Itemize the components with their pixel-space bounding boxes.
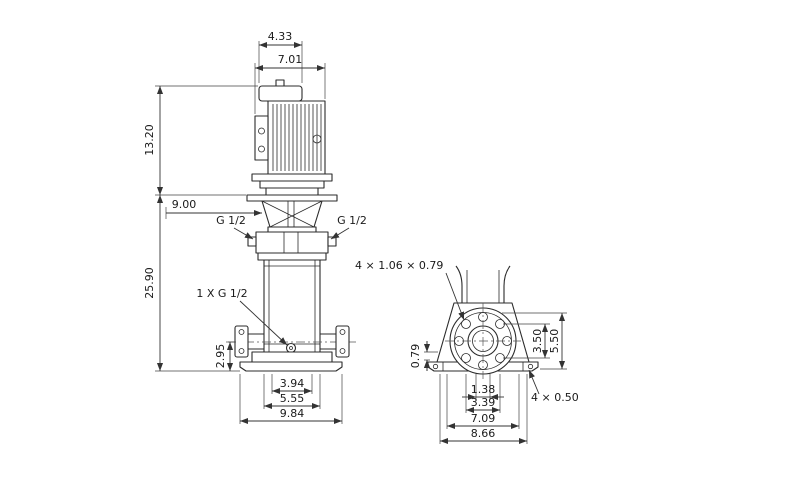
drain-plug	[285, 342, 297, 354]
pump-head-ribs	[283, 232, 299, 253]
dim-label-b4: 8.66	[471, 427, 496, 440]
suction-flange	[234, 325, 249, 358]
terminal-box-gland	[258, 127, 265, 135]
drain-plug-center	[289, 346, 293, 350]
leader-port-right	[330, 227, 350, 240]
flange-bolt-hole	[339, 329, 346, 335]
front-dimensions: 4.33 7.01 13.20 25.90 9.00 G 1/2 G 1/2	[143, 30, 367, 425]
dim-label-flange-height: 5.50	[548, 329, 561, 354]
side-view: 4 × 1.06 × 0.79 0.79 3.50 5.50 1.38	[355, 259, 579, 445]
dim-label-flange-span: 3.94	[280, 377, 305, 390]
body-outline-left	[455, 265, 463, 303]
foot-hole	[527, 363, 534, 370]
pump-head	[255, 231, 329, 254]
ext-lines-motor-height	[155, 85, 258, 196]
dim-label-base-width: 9.84	[280, 407, 305, 420]
motor-assembly	[251, 79, 333, 196]
motor-stool	[265, 187, 319, 196]
bolt-hole	[461, 319, 471, 329]
coupling-guard	[261, 200, 323, 228]
bolt-hole-callout: 4 × 1.06 × 0.79	[355, 259, 443, 272]
dim-label-port-offset: 9.00	[172, 198, 197, 211]
leader-foot-hole	[528, 369, 540, 395]
dim-label-base-edge: 0.79	[409, 344, 422, 369]
base-block	[251, 351, 333, 363]
tie-rods	[264, 260, 320, 352]
port-inner-circle	[472, 330, 494, 352]
pump-base-front	[239, 351, 343, 372]
dim-label-b3: 7.09	[471, 412, 496, 425]
body-inner-walls	[466, 270, 500, 303]
column-top-flange	[257, 252, 327, 261]
coupling-guard-braces	[261, 200, 323, 228]
motor-body	[267, 100, 326, 175]
base-pad-lines	[442, 362, 524, 371]
side-dimensions: 4 × 1.06 × 0.79 0.79 3.50 5.50 1.38	[355, 259, 579, 445]
dim-label-total-height: 25.90	[143, 267, 156, 299]
dim-label-motor-height: 13.20	[143, 124, 156, 156]
fan-cover	[258, 85, 303, 102]
motor-adapter	[259, 180, 325, 189]
flange-bolt-hole	[238, 348, 245, 354]
ext-lines-b3	[446, 374, 520, 429]
terminal-box-gland	[258, 145, 265, 153]
nameplate-boss	[312, 134, 322, 144]
seal-carrier	[267, 226, 317, 233]
dim-label-bolt-span-v: 3.50	[531, 329, 544, 354]
port-label-left: G 1/2	[216, 214, 246, 227]
dim-label-b2: 3.39	[471, 396, 496, 409]
dim-label-motor-width: 7.01	[278, 53, 303, 66]
flange-bolt-hole	[238, 329, 245, 335]
discharge-flange	[335, 325, 350, 358]
ext-lines-base-width	[239, 374, 343, 424]
ext-lines-motor-width	[254, 63, 326, 114]
base-plate	[239, 361, 343, 372]
port-label-right: G 1/2	[337, 214, 367, 227]
dim-label-fan-width: 4.33	[268, 30, 293, 43]
ext-lines-b2	[465, 374, 501, 413]
lifting-eye	[275, 79, 285, 87]
drain-port-label: 1 X G 1/2	[196, 287, 247, 300]
ext-lines-base-edge	[424, 351, 438, 361]
bolt-hole	[461, 353, 471, 363]
leader-port-left	[233, 227, 254, 240]
ext-lines-b4	[439, 374, 528, 444]
discharge-pipe	[320, 333, 336, 350]
front-view: 4.33 7.01 13.20 25.90 9.00 G 1/2 G 1/2	[143, 30, 367, 425]
dim-label-port-height: 2.95	[214, 344, 227, 369]
ext-lines-flange-height	[502, 312, 567, 370]
body-outline-right	[503, 265, 511, 303]
flange-bolt-circle	[445, 303, 521, 379]
foot-hole-callout: 4 × 0.50	[531, 391, 579, 404]
motor-flange	[251, 173, 333, 182]
pump-silhouette	[455, 265, 511, 303]
coupling-lantern	[246, 194, 338, 254]
suction-pipe	[248, 333, 264, 350]
dim-label-column-span: 5.55	[280, 392, 305, 405]
pump-column	[257, 252, 327, 353]
terminal-box	[254, 115, 269, 161]
dim-label-b1: 1.38	[471, 383, 496, 396]
leader-bolt-hole	[445, 272, 465, 321]
port-flanges	[228, 325, 356, 358]
leader-drain-port	[239, 300, 288, 346]
lantern-top-plate	[246, 194, 338, 202]
chamber-stack	[263, 259, 321, 353]
flange-bolt-hole	[339, 348, 346, 354]
